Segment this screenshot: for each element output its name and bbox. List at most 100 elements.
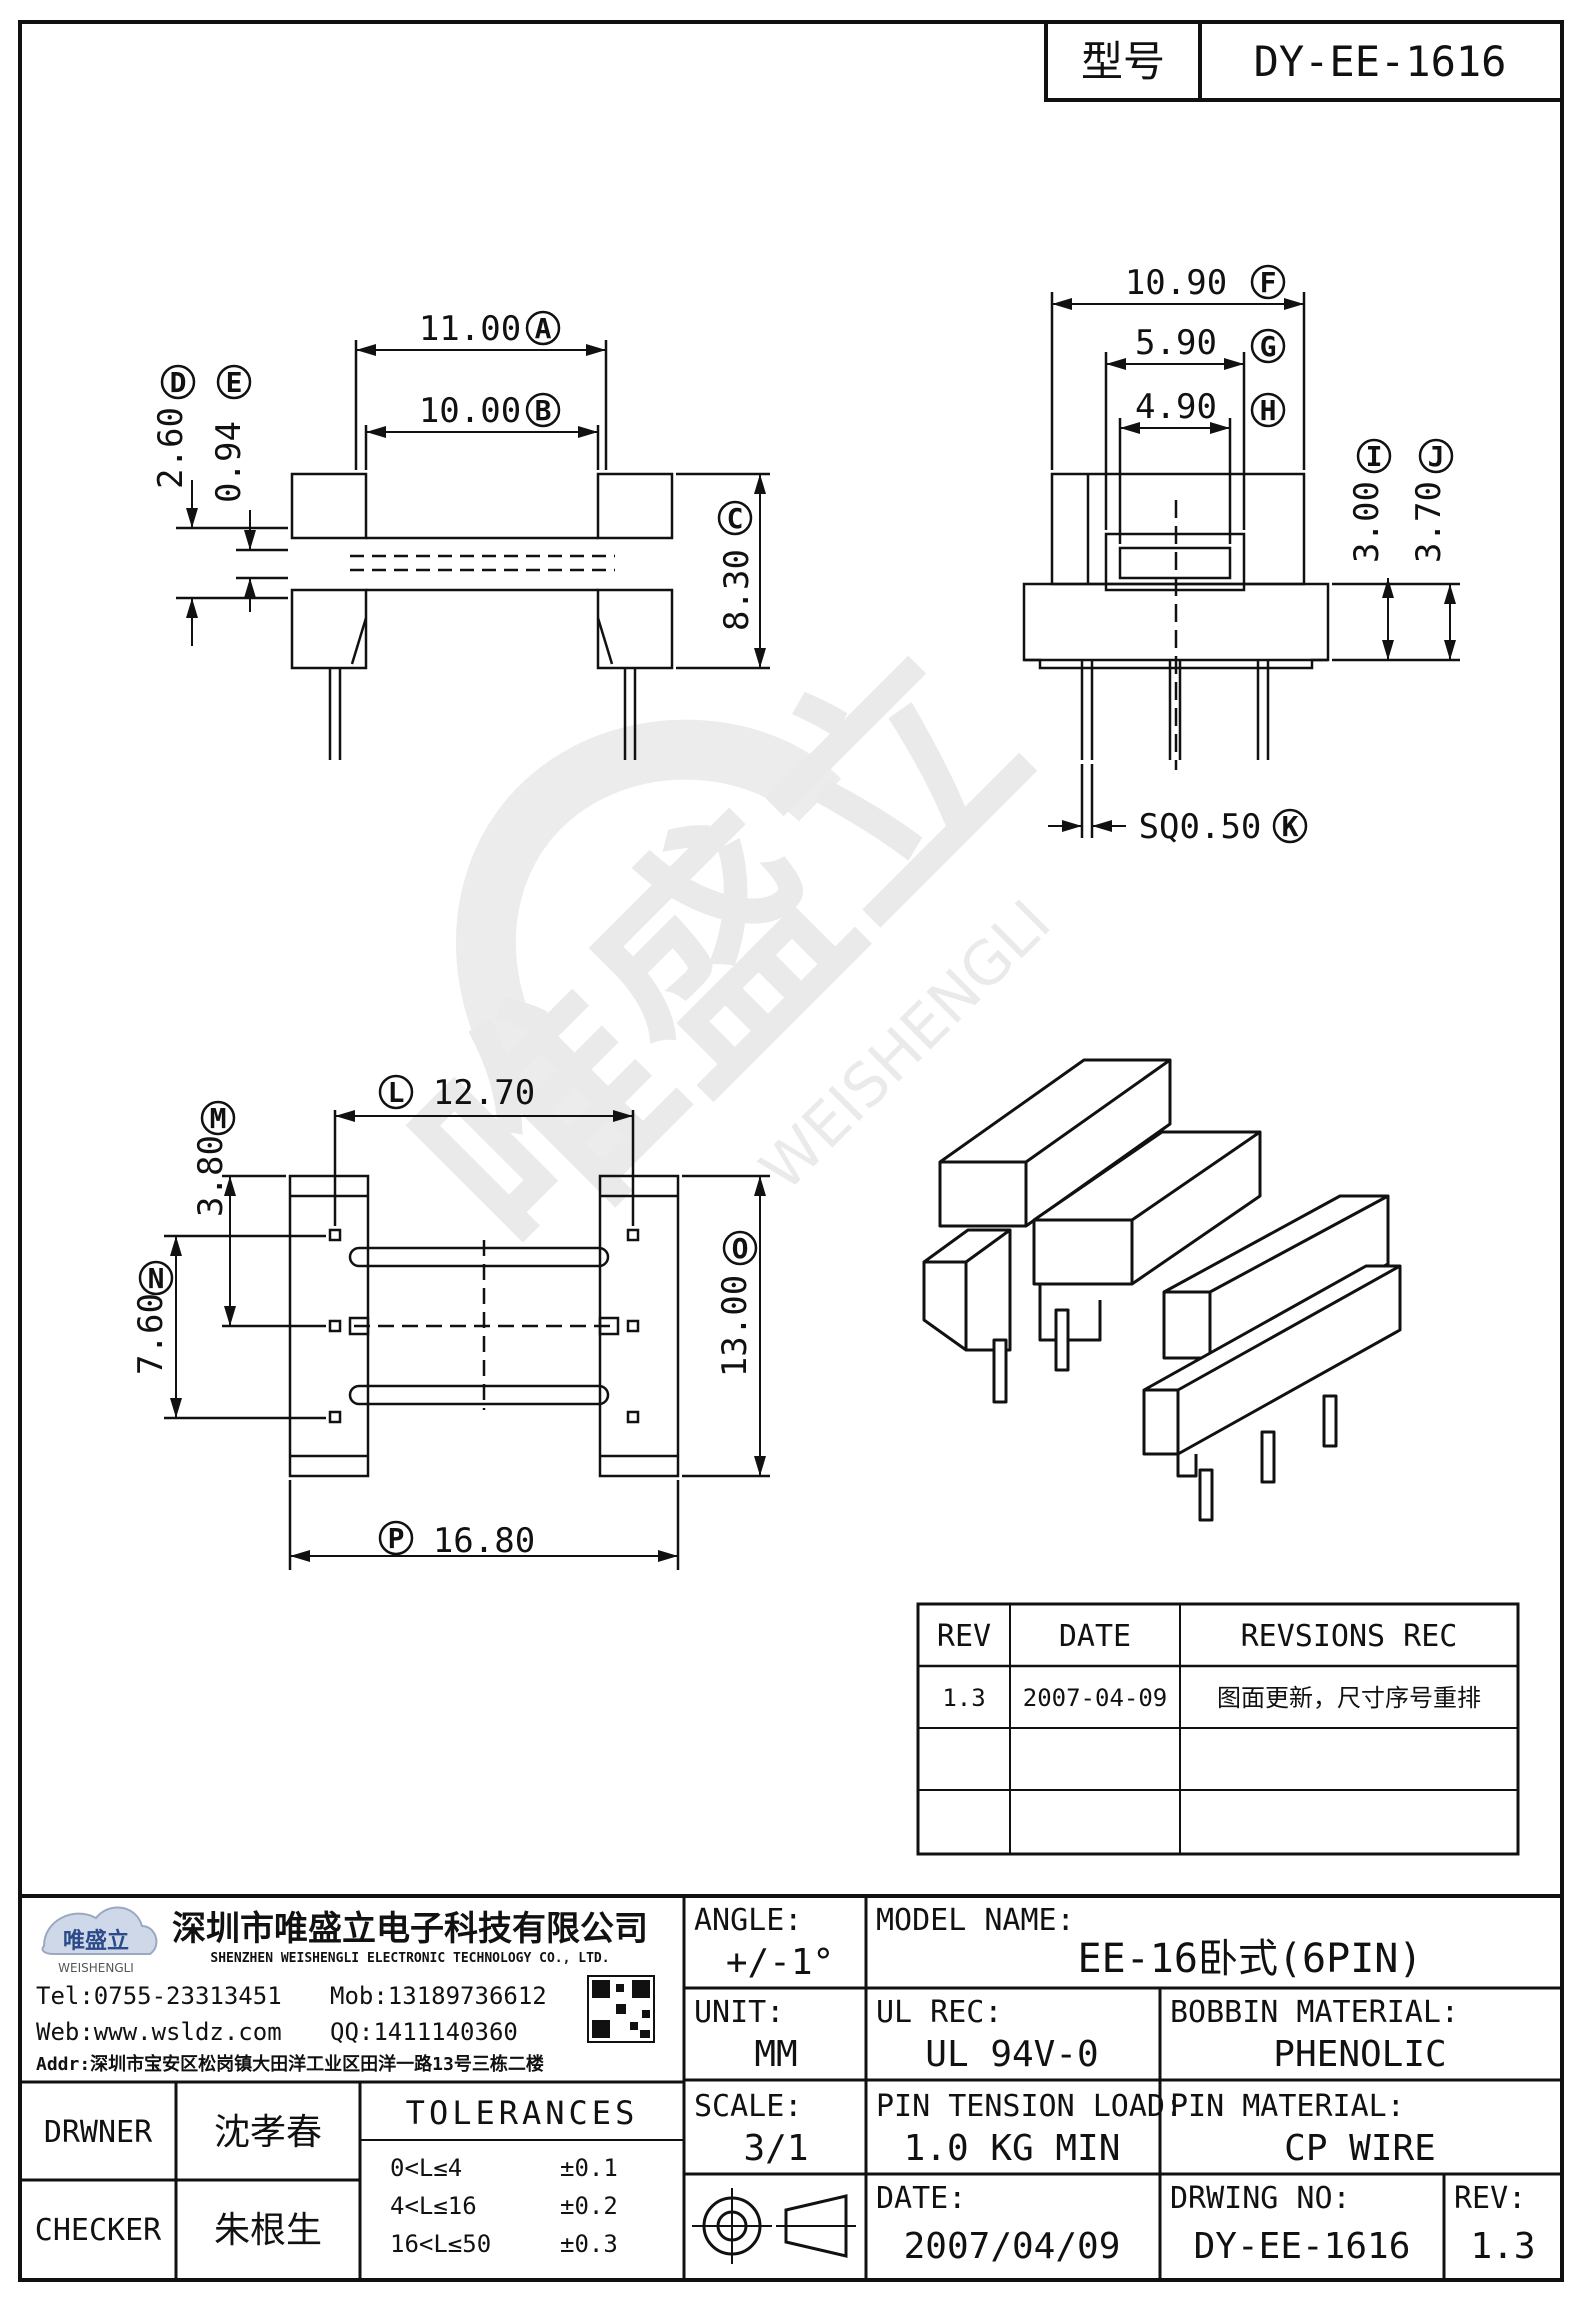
logo-cn: 唯盛立 [63,1928,129,1954]
bobbin-material-label: BOBBIN MATERIAL: [1170,1995,1459,2030]
rev-row-rec: 图面更新，尺寸序号重排 [1217,1684,1481,1712]
projection-symbol-icon [692,2188,856,2264]
dim-K: SQ0.50 K [1139,807,1308,847]
model-value: DY-EE-1616 [1254,37,1507,86]
svg-text:5.90: 5.90 [1135,323,1217,363]
scale-value: 3/1 [743,2128,808,2169]
isometric-view [922,1058,1402,1522]
company-mob: Mob:13189736612 [330,1982,547,2010]
svg-text:D: D [170,366,187,399]
svg-text:0.94: 0.94 [209,421,249,503]
pin-tension-label: PIN TENSION LOAD: [876,2089,1183,2124]
drwing-no-value: DY-EE-1616 [1194,2226,1411,2267]
logo-en: WEISHENGLI [58,1961,134,1975]
svg-text:C: C [727,502,744,535]
drwing-no-label: DRWING NO: [1170,2181,1351,2216]
date-label: DATE: [876,2181,966,2216]
revision-table [916,1602,1520,1856]
svg-text:7.60: 7.60 [131,1293,171,1375]
model-title-box: 型号 DY-EE-1616 [1044,20,1564,102]
company-name-cn: 深圳市唯盛立电子科技有限公司 [172,1909,648,1949]
company-name-en: SHENZHEN WEISHENGLI ELECTRONIC TECHNOLOG… [210,1951,609,1966]
svg-text:2.60: 2.60 [151,407,191,489]
angle-value: +/-1° [726,1942,834,1983]
svg-text:10.90: 10.90 [1125,263,1227,303]
front-view [176,340,770,760]
angle-label: ANGLE: [694,1903,802,1938]
company-block: 唯盛立 WEISHENGLI 深圳市唯盛立电子科技有限公司 SHENZHEN W… [36,1906,655,2075]
svg-text:SQ0.50: SQ0.50 [1139,807,1262,847]
dim-F: 10.90 F [1125,263,1286,303]
svg-text:P: P [388,1522,405,1555]
svg-text:3.00: 3.00 [1347,481,1387,563]
dim-J: J 3.70 [1409,438,1454,563]
bobbin-material-value: PHENOLIC [1273,2034,1446,2075]
company-tel: Tel:0755-23313451 [36,1982,282,2010]
side-view [1022,292,1460,838]
tol-value-0: ±0.1 [560,2154,618,2182]
dim-D: D 2.60 [151,364,196,489]
front-view-dimensions [186,344,766,668]
pin-material-value: CP WIRE [1284,2128,1436,2169]
svg-text:10.00: 10.00 [419,391,521,431]
tol-range-2: 16<L≤50 [390,2230,491,2258]
svg-text:3.80: 3.80 [191,1135,231,1217]
dim-G: 5.90 G [1135,323,1286,364]
svg-text:12.70: 12.70 [433,1073,535,1113]
dim-B: 10.00 B [419,391,561,431]
svg-text:K: K [1282,810,1299,843]
model-name-label: MODEL NAME: [876,1903,1075,1938]
dim-A: 11.00 A [419,309,561,349]
company-qq: QQ:1411140360 [330,2018,518,2046]
pin-material-label: PIN MATERIAL: [1170,2089,1405,2124]
svg-text:N: N [148,1262,165,1295]
svg-text:A: A [535,312,552,345]
svg-text:H: H [1260,394,1277,427]
tolerances-title: TOLERANCES [406,2094,639,2132]
unit-value: MM [754,2034,797,2075]
people-block: DRWNER 沈孝春 CHECKER 朱根生 [35,2112,322,2251]
dim-I: I 3.00 [1347,438,1392,563]
tolerances-block: TOLERANCES 0<L≤4 ±0.1 4<L≤16 ±0.2 16<L≤5… [390,2094,639,2258]
checker-name: 朱根生 [214,2210,322,2251]
dim-M: M 3.80 [191,1100,236,1217]
spec-block: ANGLE: +/-1° MODEL NAME: EE-16卧式(6PIN) U… [692,1903,1536,2267]
svg-text:L: L [388,1076,405,1109]
drawer-label: DRWNER [44,2115,153,2150]
rev-row-rev: 1.3 [942,1684,985,1712]
side-view-dimensions [1048,298,1456,832]
svg-text:16.80: 16.80 [433,1521,535,1561]
rev-header-date: DATE [1059,1619,1131,1654]
company-logo: 唯盛立 WEISHENGLI [41,1906,158,1975]
bottom-view-dimensions [170,1110,766,1562]
dim-N: N 7.60 [131,1260,174,1375]
rev-header-rec: REVSIONS REC [1241,1619,1458,1654]
dim-O: O 13.00 [715,1230,758,1377]
tol-value-2: ±0.3 [560,2230,618,2258]
dim-H: 4.90 H [1135,387,1286,428]
rev-header-rev: REV [937,1619,991,1654]
rev-value: 1.3 [1470,2226,1535,2267]
qr-code-icon [587,1975,655,2043]
rev-row-date: 2007-04-09 [1023,1684,1168,1712]
svg-text:J: J [1428,440,1445,473]
model-name-value: EE-16卧式(6PIN) [1078,1936,1423,1982]
svg-text:O: O [732,1232,749,1265]
dim-L: L 12.70 [378,1073,535,1113]
svg-text:3.70: 3.70 [1409,481,1449,563]
dim-P: P 16.80 [378,1520,535,1561]
date-value: 2007/04/09 [904,2226,1121,2267]
ul-rec-value: UL 94V-0 [925,2034,1098,2075]
scale-label: SCALE: [694,2089,802,2124]
company-addr: Addr:深圳市宝安区松岗镇大田洋工业区田洋一路13号三栋二楼 [36,2053,544,2075]
svg-text:M: M [210,1102,227,1135]
bottom-view [164,1110,770,1570]
svg-text:I: I [1366,440,1383,473]
revision-table-text: REV DATE REVSIONS REC 1.3 2007-04-09 图面更… [937,1619,1481,1712]
unit-label: UNIT: [694,1995,784,2030]
pin-tension-value: 1.0 KG MIN [904,2128,1121,2169]
drawer-name: 沈孝春 [214,2112,322,2153]
svg-text:8.30: 8.30 [717,549,757,631]
rev-label: REV: [1454,2181,1526,2216]
